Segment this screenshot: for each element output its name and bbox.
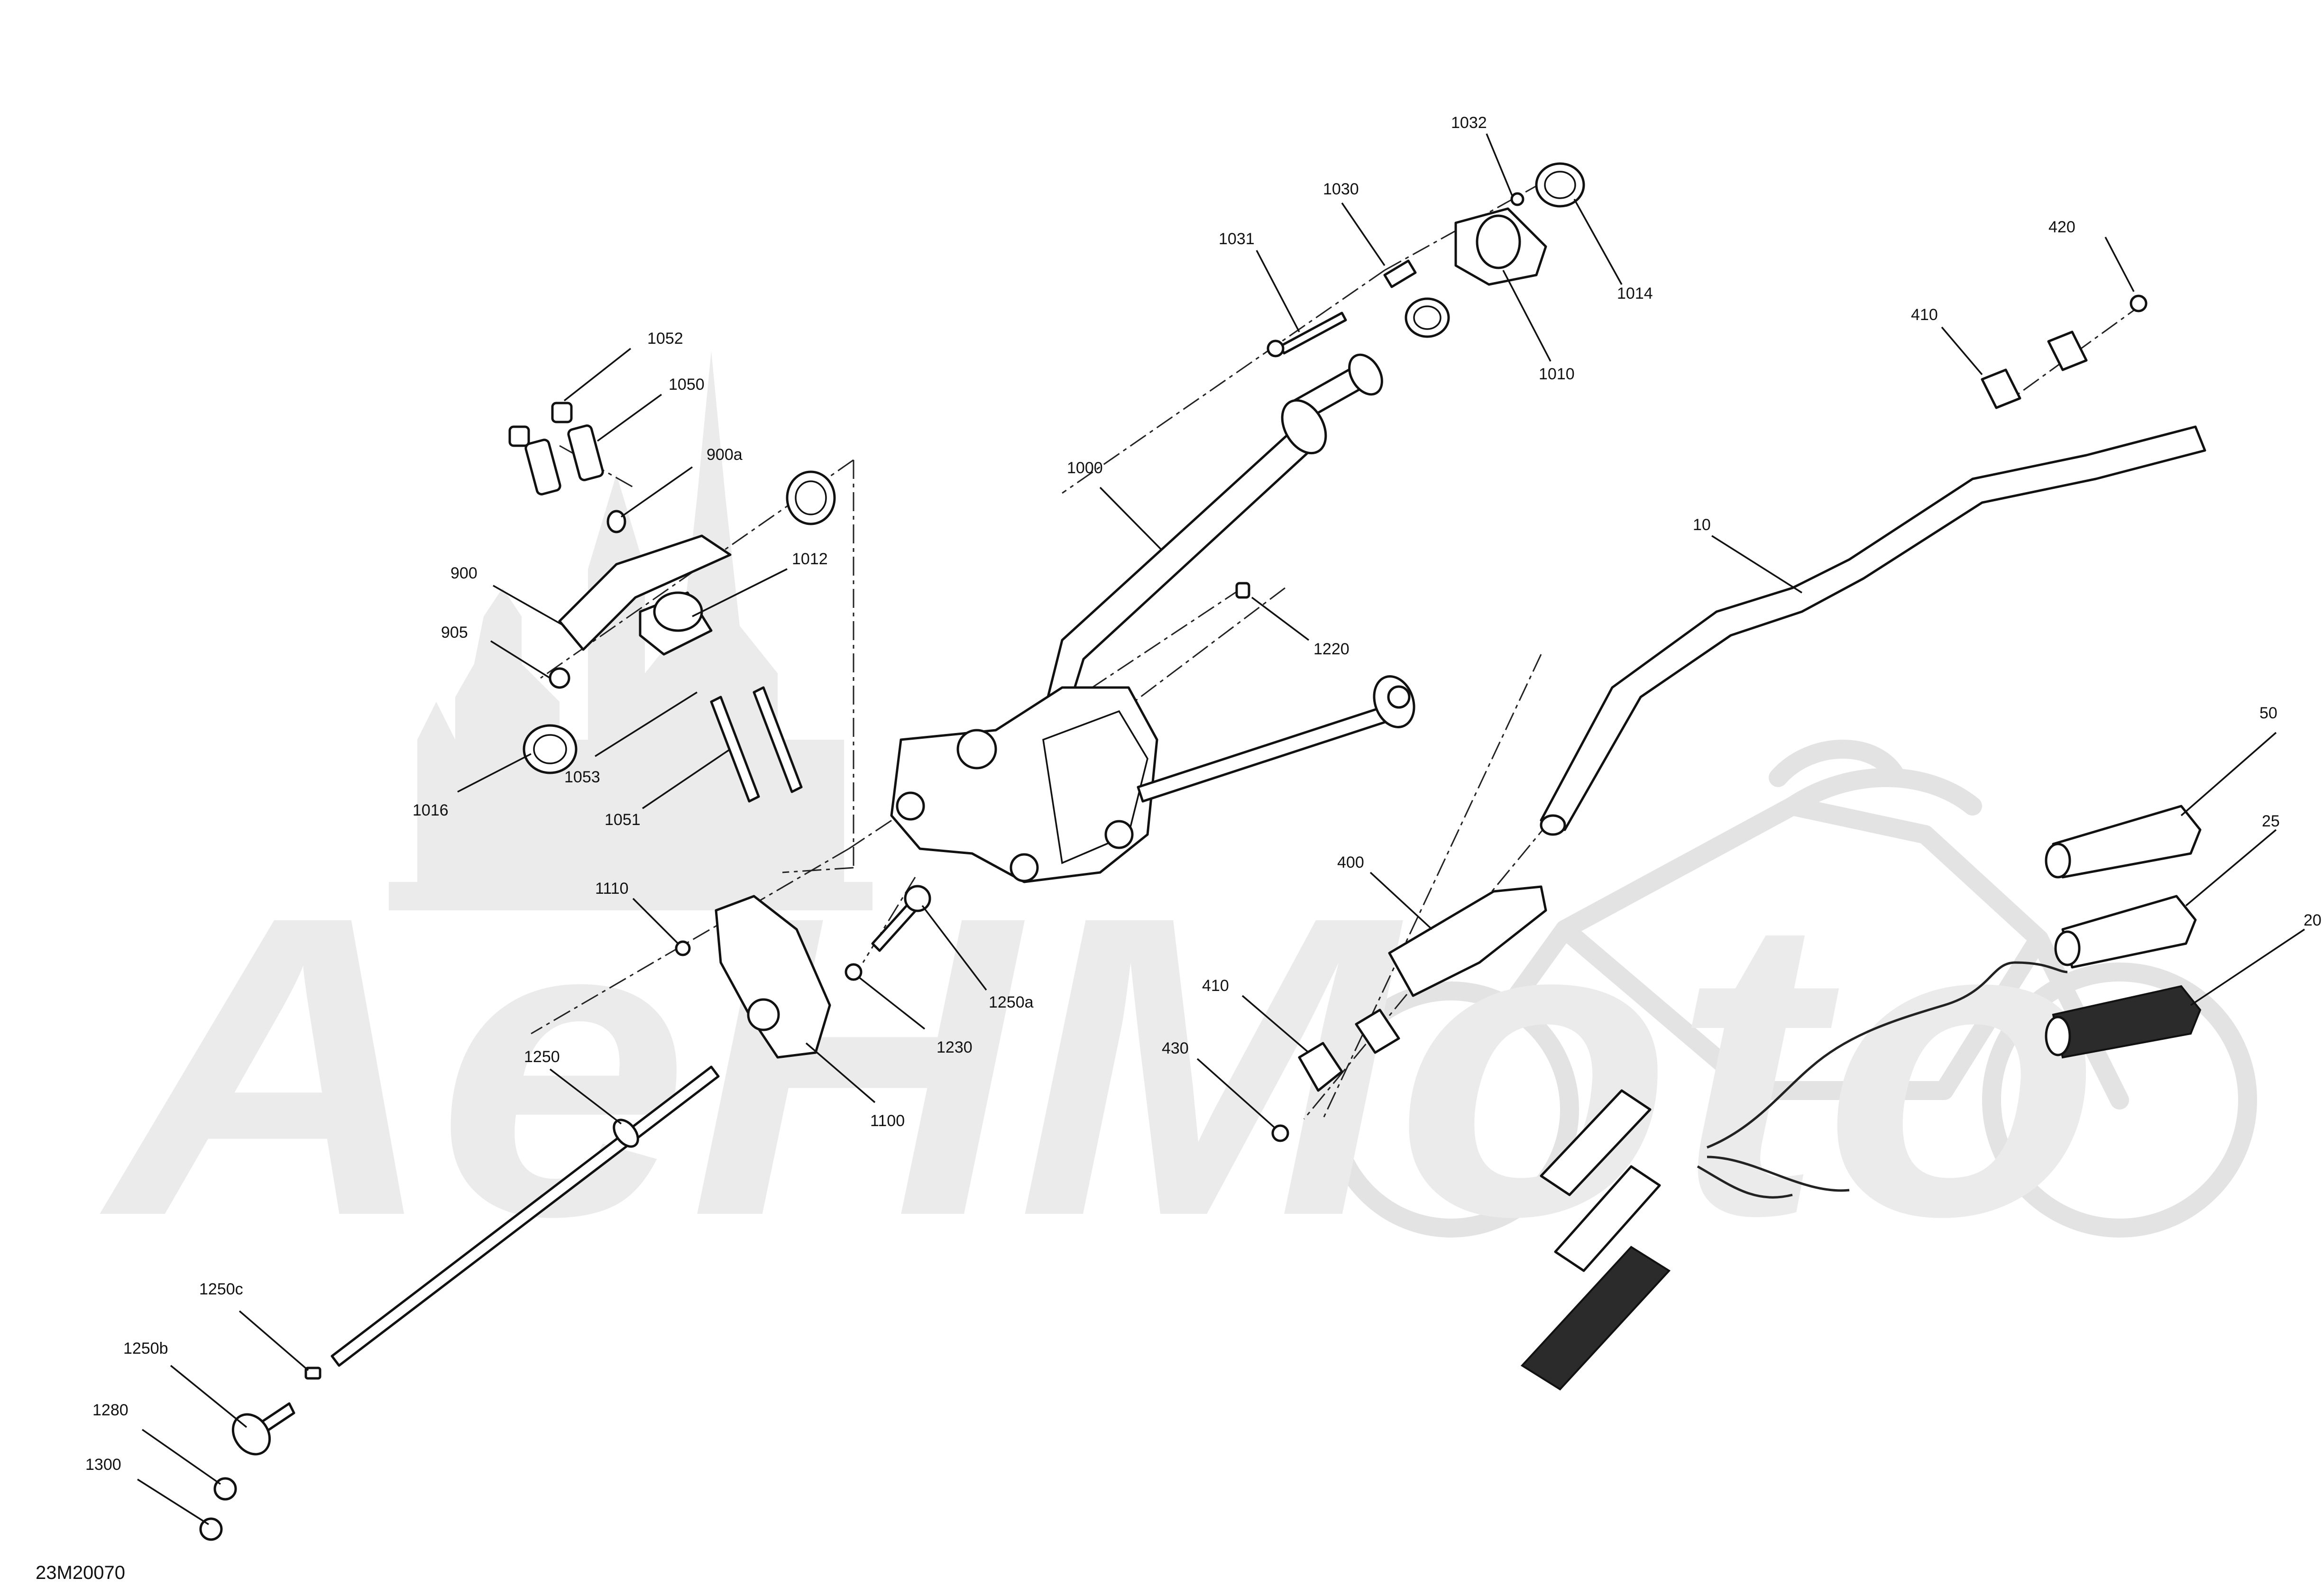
upper-clamp-group (1267, 162, 1585, 358)
watermark-text: AeHMoto (95, 827, 2101, 1304)
callout-1230: 1230 (937, 1038, 973, 1056)
watermark-layer: AeHMoto (95, 351, 2257, 1304)
handlebar-part-10 (1540, 425, 2206, 836)
callout-905: 905 (441, 624, 468, 642)
callout-1250c: 1250c (199, 1280, 243, 1298)
tie-rod-part-1220 (1137, 582, 1415, 803)
callout-1250: 1250 (524, 1048, 560, 1066)
right-grip-group (2045, 805, 2202, 1059)
lower-bracket-group (508, 402, 836, 803)
callout-25: 25 (2262, 812, 2280, 830)
callout-900a: 900a (707, 446, 743, 464)
callout-1000: 1000 (1067, 459, 1103, 477)
callout-1053: 1053 (564, 768, 600, 786)
left-grip-group (1520, 961, 2068, 1391)
callout-1250a: 1250a (989, 993, 1034, 1011)
callout-20: 20 (2304, 911, 2322, 929)
steering-column-part-1000 (890, 353, 1383, 883)
watermark-motorcycle (1323, 740, 2257, 1238)
callout-410-top: 410 (1911, 306, 1938, 324)
callout-1110: 1110 (595, 880, 629, 898)
callout-1052: 1052 (647, 330, 683, 348)
callout-430: 430 (1162, 1039, 1189, 1057)
callout-1050: 1050 (669, 376, 705, 394)
callout-1010: 1010 (1539, 365, 1575, 383)
callout-1051: 1051 (605, 811, 641, 829)
callout-420: 420 (2048, 218, 2075, 236)
riser-clamp-group (1271, 294, 2148, 1142)
callout-1016: 1016 (413, 801, 449, 819)
callout-1032: 1032 (1451, 114, 1487, 132)
long-shaft-group (199, 1065, 720, 1541)
callout-labels: 1032 1030 1031 1014 1010 420 410 1052 10… (85, 114, 2322, 1474)
callout-1300: 1300 (85, 1456, 121, 1474)
drawing-id: 23M20070 (36, 1562, 125, 1583)
cover-linkage-group (675, 885, 931, 1059)
callout-400: 400 (1337, 853, 1364, 871)
callout-1220: 1220 (1313, 640, 1350, 658)
callout-410-bottom: 410 (1202, 977, 1229, 995)
callout-1030: 1030 (1323, 180, 1359, 198)
callout-10: 10 (1693, 516, 1711, 534)
callout-1014: 1014 (1617, 284, 1653, 303)
callout-50: 50 (2259, 704, 2277, 722)
callout-1031: 1031 (1219, 230, 1255, 248)
callout-1280: 1280 (92, 1401, 129, 1419)
callout-1250b: 1250b (123, 1339, 168, 1358)
callout-1100: 1100 (870, 1112, 905, 1130)
callout-1012: 1012 (792, 550, 828, 568)
callout-leaders (137, 133, 2305, 1525)
callout-900: 900 (450, 564, 477, 582)
